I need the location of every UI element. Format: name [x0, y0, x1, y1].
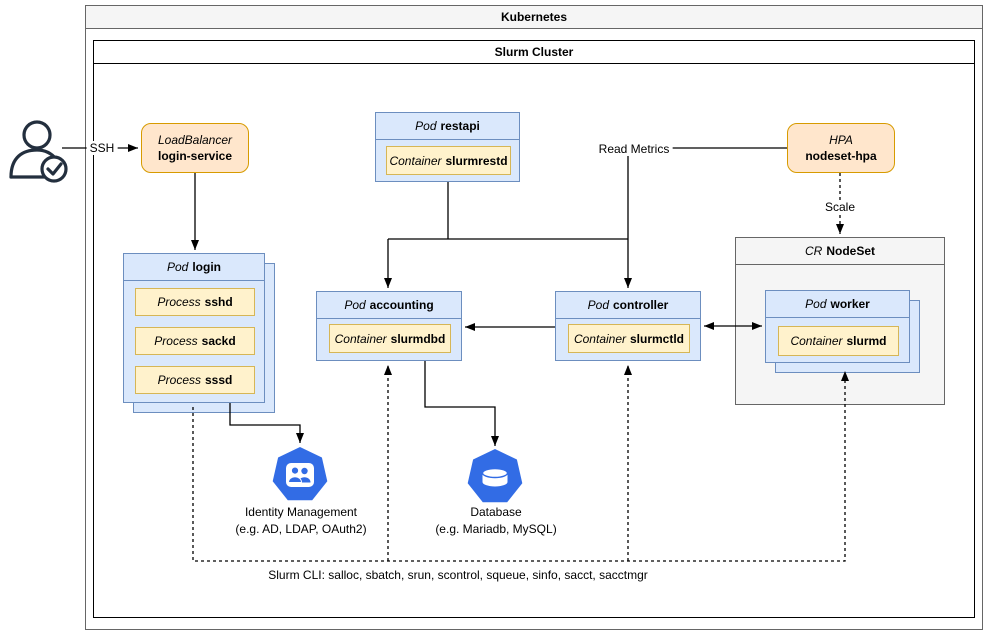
container-type-label: Container	[334, 331, 387, 346]
pod-restapi: Pod restapi Container slurmrestd	[375, 112, 520, 182]
pod-controller: Pod controller Container slurmctld	[555, 291, 701, 361]
container-name-label: slurmd	[846, 334, 887, 348]
pod-name-label: restapi	[440, 119, 480, 133]
process-name-label: sssd	[205, 373, 233, 387]
process-name-label: sshd	[204, 295, 233, 309]
process-sackd: Process sackd	[135, 327, 255, 355]
container-slurmdbd: Container slurmdbd	[329, 324, 451, 353]
read-metrics-label: Read Metrics	[595, 142, 673, 156]
node-type-label: HPA	[829, 133, 853, 147]
pod-login: Pod login Process sshd Process sackd Pro…	[123, 253, 265, 403]
pod-worker-header: Pod worker	[766, 291, 909, 318]
process-name-label: sackd	[201, 334, 236, 348]
database-caption: Database (e.g. Mariadb, MySQL)	[376, 504, 616, 538]
cr-nodeset-header: CR NodeSet	[736, 238, 944, 265]
process-type-label: Process	[157, 295, 201, 309]
container-name-label: slurmrestd	[445, 153, 508, 168]
identity-management-icon	[272, 447, 328, 501]
node-login-service: LoadBalancer login-service	[141, 123, 249, 173]
pod-login-header: Pod login	[124, 254, 264, 281]
pod-accounting-header: Pod accounting	[317, 292, 461, 319]
cr-name-label: NodeSet	[826, 244, 876, 258]
node-name-label: nodeset-hpa	[805, 149, 877, 163]
pod-type-label: Pod	[166, 260, 189, 274]
pod-controller-header: Pod controller	[556, 292, 700, 319]
kubernetes-title: Kubernetes	[86, 6, 982, 29]
database-title: Database	[470, 505, 522, 519]
pod-name-label: accounting	[369, 298, 434, 312]
container-slurmctld: Container slurmctld	[568, 324, 690, 353]
container-name-label: slurmdbd	[390, 331, 446, 346]
pod-type-label: Pod	[415, 119, 437, 133]
pod-type-label: Pod	[344, 298, 366, 312]
node-type-label: LoadBalancer	[157, 133, 233, 147]
database-icon	[467, 449, 523, 503]
process-type-label: Process	[154, 334, 198, 348]
cr-type-label: CR	[804, 244, 823, 258]
pod-type-label: Pod	[587, 298, 609, 312]
slurm-cluster-title: Slurm Cluster	[94, 41, 974, 64]
process-sshd: Process sshd	[135, 288, 255, 316]
pod-worker: Pod worker Container slurmd	[765, 290, 910, 363]
pod-name-label: worker	[830, 297, 870, 311]
container-slurmrestd: Container slurmrestd	[386, 146, 511, 175]
container-type-label: Container	[573, 331, 626, 346]
container-type-label: Container	[389, 153, 442, 168]
node-hpa: HPA nodeset-hpa	[787, 123, 895, 173]
pod-type-label: Pod	[805, 297, 827, 311]
pod-accounting: Pod accounting Container slurmdbd	[316, 291, 462, 361]
slurm-cli-label: Slurm CLI: salloc, sbatch, srun, scontro…	[268, 568, 648, 582]
scale-label: Scale	[821, 200, 859, 214]
process-sssd: Process sssd	[135, 366, 255, 394]
container-name-label: slurmctld	[630, 331, 685, 346]
pod-restapi-header: Pod restapi	[376, 113, 519, 140]
container-slurmd: Container slurmd	[778, 326, 899, 356]
database-subtitle: (e.g. Mariadb, MySQL)	[435, 522, 557, 536]
user-icon	[9, 120, 68, 183]
pod-name-label: login	[192, 260, 222, 274]
pod-name-label: controller	[613, 298, 669, 312]
node-name-label: login-service	[157, 149, 233, 163]
ssh-label: SSH	[86, 141, 118, 155]
container-type-label: Container	[790, 334, 843, 348]
process-type-label: Process	[157, 373, 201, 387]
